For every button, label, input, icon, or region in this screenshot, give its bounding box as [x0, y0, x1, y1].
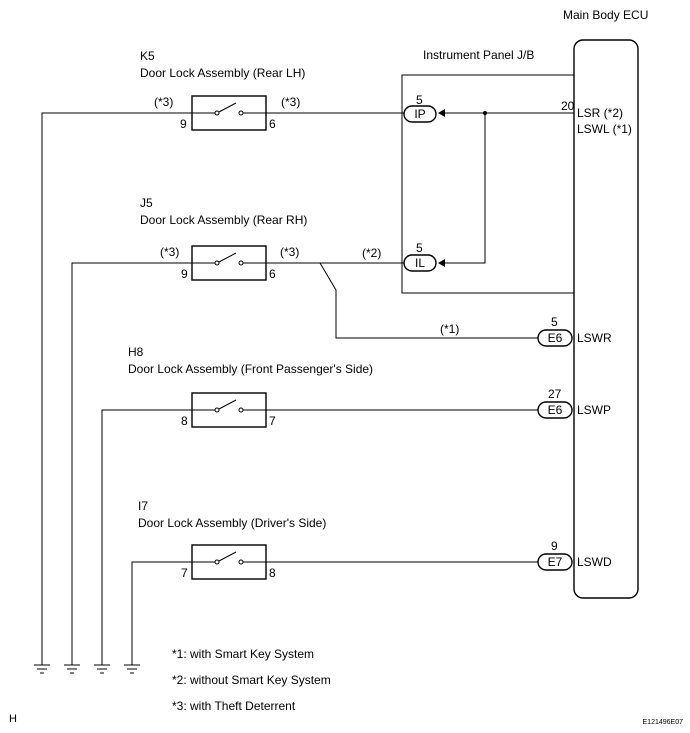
connector-e7-lswd-pin: 9 — [551, 539, 558, 553]
switch-j5-right-note: (*3) — [280, 245, 299, 259]
connector-e6-lswp — [537, 401, 573, 419]
ecu-title: Main Body ECU — [563, 8, 648, 22]
switch-k5-right-note: (*3) — [281, 95, 300, 109]
switch-h8-code: H8 — [128, 345, 144, 359]
connector-e6-lswr-pin: 5 — [551, 315, 558, 329]
ground-icon — [34, 664, 50, 674]
switch-k5-contact — [192, 102, 266, 116]
ecu-terminal-lswr: LSWR — [577, 331, 612, 345]
wire-j5-lswr — [319, 262, 538, 339]
connector-il-name: IL — [415, 256, 425, 270]
wire-j5-ground — [71, 262, 192, 665]
ground-icon — [64, 664, 80, 674]
ecu-terminal-lswd: LSWD — [577, 555, 612, 569]
junction-block-outline — [401, 74, 574, 294]
switch-j5-code: J5 — [140, 196, 153, 210]
switch-k5-name: Door Lock Assembly (Rear LH) — [140, 66, 305, 80]
junction-block-title: Instrument Panel J/B — [423, 48, 534, 62]
wire-k5-ground — [41, 112, 192, 665]
switch-h8-name: Door Lock Assembly (Front Passenger's Si… — [128, 362, 373, 376]
switch-j5-name: Door Lock Assembly (Rear RH) — [140, 213, 307, 227]
ecu-terminal-lswp: LSWP — [577, 403, 611, 417]
switch-i7-contact — [192, 551, 266, 565]
connector-e6-lswr-name: E6 — [548, 331, 563, 345]
switch-i7-code: I7 — [138, 499, 148, 513]
switch-j5-left-note: (*3) — [160, 245, 179, 259]
connector-e7-lswd-name: E7 — [548, 555, 563, 569]
ground-icon — [124, 664, 140, 674]
connector-il-pin: 5 — [416, 241, 423, 255]
junction-block-internal-wiring — [438, 109, 574, 267]
switch-h8-contact — [192, 399, 266, 413]
switch-h8-left-pin: 8 — [181, 414, 188, 428]
footer-left-label: H — [9, 713, 17, 725]
wire-h8-ground — [101, 409, 192, 665]
switch-i7-name: Door Lock Assembly (Driver's Side) — [138, 516, 326, 530]
ecu-terminal-lswl: LSWL (*1) — [577, 122, 632, 136]
wire-i7-ground — [131, 561, 192, 665]
legend-note-3: *3: with Theft Deterrent — [172, 699, 296, 713]
switch-k5-right-pin: 6 — [269, 117, 276, 131]
main-body-ecu — [573, 39, 639, 599]
switch-i7-right-pin: 8 — [269, 566, 276, 580]
legend-note-1: *1: with Smart Key System — [172, 647, 314, 661]
switch-k5-code: K5 — [140, 49, 155, 63]
ecu-lsr-pin: 20 — [561, 99, 575, 113]
ecu-terminal-lsr: LSR (*2) — [577, 106, 623, 120]
switch-h8-right-pin: 7 — [269, 414, 276, 428]
connector-il-note: (*2) — [362, 246, 381, 260]
switch-i7-left-pin: 7 — [181, 566, 188, 580]
switch-j5-left-pin: 9 — [181, 267, 188, 281]
connector-e6-lswr-note: (*1) — [440, 322, 459, 336]
ground-symbols — [34, 664, 140, 674]
connector-il — [403, 254, 437, 272]
connector-e6-lswp-pin: 27 — [548, 387, 562, 401]
legend-note-2: *2: without Smart Key System — [172, 673, 331, 687]
connector-e7-lswd — [537, 553, 573, 571]
connector-ip — [403, 105, 437, 123]
connector-e6-lswr — [537, 329, 573, 347]
footer-figure-id: E121496E07 — [643, 719, 684, 726]
switch-j5-right-pin: 6 — [269, 267, 276, 281]
switch-k5-left-pin: 9 — [180, 117, 187, 131]
connector-e6-lswp-name: E6 — [548, 403, 563, 417]
switch-j5-contact — [192, 252, 266, 266]
ground-icon — [94, 664, 110, 674]
connector-ip-pin: 5 — [416, 93, 423, 107]
switch-k5-left-note: (*3) — [154, 95, 173, 109]
connector-ip-name: IP — [414, 107, 425, 121]
